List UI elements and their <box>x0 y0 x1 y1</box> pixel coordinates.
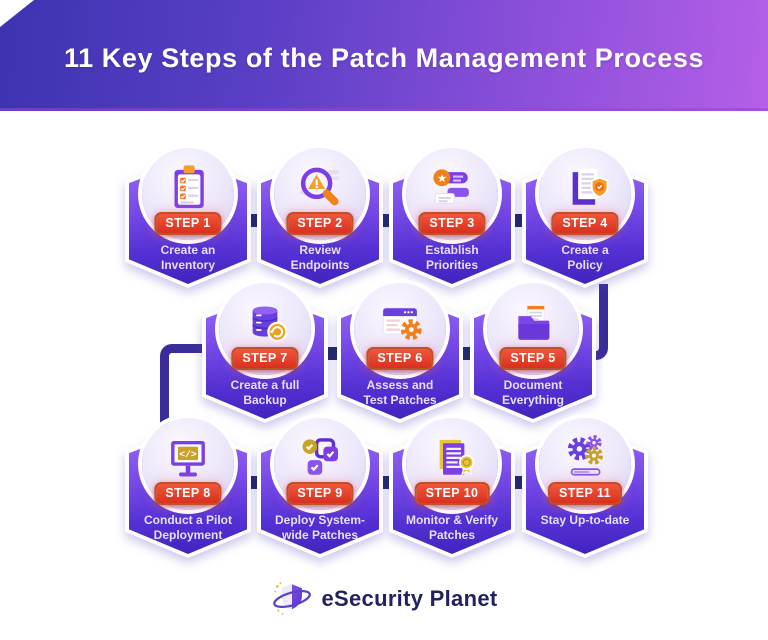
step-title-3: Establish Priorities <box>425 243 479 272</box>
step-card-9: STEP 9 Deploy System- wide Patches <box>257 418 383 560</box>
step-card-8: </> STEP 8 Conduct a Pilot Deployment <box>125 418 251 560</box>
step-card-7: STEP 7 Create a full Backup <box>202 283 328 425</box>
connector-step7-step8-elbow <box>160 344 210 432</box>
report-ribbon-icon <box>439 439 475 476</box>
policy-document-shield-icon <box>572 168 609 205</box>
step-title-8: Conduct a Pilot Deployment <box>144 513 232 542</box>
step-card-2: STEP 2 Review Endpoints <box>257 148 383 290</box>
step-card-10: STEP 10 Monitor & Verify Patches <box>389 418 515 560</box>
svg-text:★: ★ <box>437 173 447 185</box>
priority-list-star-icon: ★ <box>433 169 469 205</box>
folder-document-icon <box>518 305 550 340</box>
step-card-3: ★ STEP 3 Establish Priorities <box>389 148 515 290</box>
window-gear-icon <box>382 307 422 341</box>
step-badge-2: STEP 2 <box>286 212 354 235</box>
magnifier-warning-icon <box>299 167 340 206</box>
step-title-1: Create an Inventory <box>160 243 216 272</box>
gears-progress-icon <box>567 435 603 476</box>
shield-orbit-logo-icon <box>272 582 311 615</box>
step-card-11: STEP 11 Stay Up-to-date <box>522 418 648 560</box>
brand-name: eSecurity Planet <box>321 586 498 611</box>
step-badge-5: STEP 5 <box>499 347 567 370</box>
step-badge-3: STEP 3 <box>418 212 486 235</box>
step-title-6: Assess and Test Patches <box>363 378 437 407</box>
step-title-4: Create a Policy <box>561 243 609 272</box>
step-badge-11: STEP 11 <box>548 482 622 505</box>
header-banner: 11 Key Steps of the Patch Management Pro… <box>0 0 768 111</box>
step-badge-6: STEP 6 <box>366 347 434 370</box>
step-badge-7: STEP 7 <box>231 347 299 370</box>
svg-text:</>: </> <box>179 449 196 460</box>
step-title-5: Document Everything <box>501 378 564 407</box>
step-card-4: STEP 4 Create a Policy <box>522 148 648 290</box>
step-title-10: Monitor & Verify Patches <box>405 513 498 542</box>
step-badge-9: STEP 9 <box>286 482 354 505</box>
database-restore-icon <box>252 306 288 342</box>
patches-check-icon <box>302 438 338 475</box>
step-title-11: Stay Up-to-date <box>540 513 630 527</box>
step-card-5: STEP 5 Document Everything <box>470 283 596 425</box>
step-title-7: Create a full Backup <box>230 378 300 407</box>
footer-brand: eSecurity Planet <box>0 578 768 620</box>
step-title-9: Deploy System- wide Patches <box>274 513 366 542</box>
step-badge-1: STEP 1 <box>154 212 222 235</box>
clipboard-checklist-icon <box>174 165 204 209</box>
monitor-code-icon: </> <box>171 441 205 477</box>
step-badge-4: STEP 4 <box>551 212 619 235</box>
step-card-6: STEP 6 Assess and Test Patches <box>337 283 463 425</box>
step-title-2: Review Endpoints <box>290 243 350 272</box>
step-card-1: STEP 1 Create an Inventory <box>125 148 251 290</box>
step-badge-8: STEP 8 <box>154 482 222 505</box>
page-title: 11 Key Steps of the Patch Management Pro… <box>63 43 705 73</box>
step-badge-10: STEP 10 <box>414 482 490 505</box>
